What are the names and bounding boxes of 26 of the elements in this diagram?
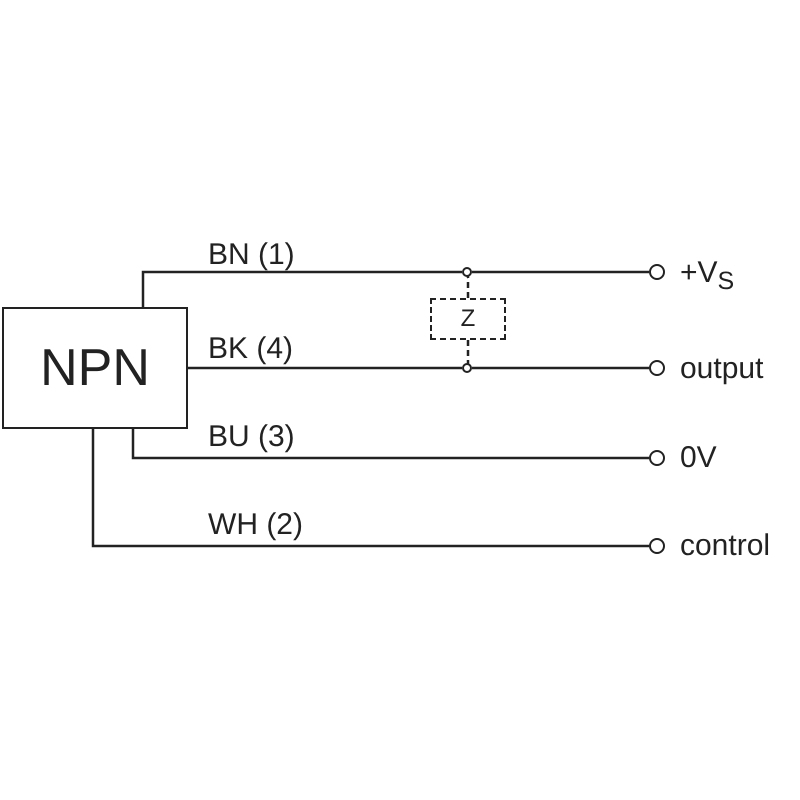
terminal-label: +V$_{S}$ <box>680 258 734 294</box>
terminal-circle <box>649 264 665 280</box>
terminal-label: 0V <box>680 443 717 473</box>
component-box <box>2 307 188 429</box>
wire <box>188 366 462 370</box>
load-box <box>430 298 506 340</box>
wire-label: BN (1) <box>208 240 295 270</box>
terminal-circle <box>649 450 665 466</box>
wire <box>142 270 462 307</box>
wire <box>92 429 649 548</box>
junction-dot <box>462 267 472 277</box>
load-label: Z <box>460 307 476 331</box>
dashed-wire <box>466 340 470 364</box>
wire <box>132 429 649 460</box>
terminal-label: control <box>680 531 770 561</box>
dashed-wire <box>466 276 470 298</box>
terminal-circle <box>649 538 665 554</box>
wire-label: BU (3) <box>208 422 295 452</box>
terminal-circle <box>649 360 665 376</box>
wire <box>472 270 649 274</box>
component-label: NPN <box>40 342 150 394</box>
wire-label: BK (4) <box>208 334 294 364</box>
junction-dot <box>462 363 472 373</box>
terminal-label: output <box>680 354 764 384</box>
wire <box>472 366 649 370</box>
wire-label: WH (2) <box>208 510 303 540</box>
